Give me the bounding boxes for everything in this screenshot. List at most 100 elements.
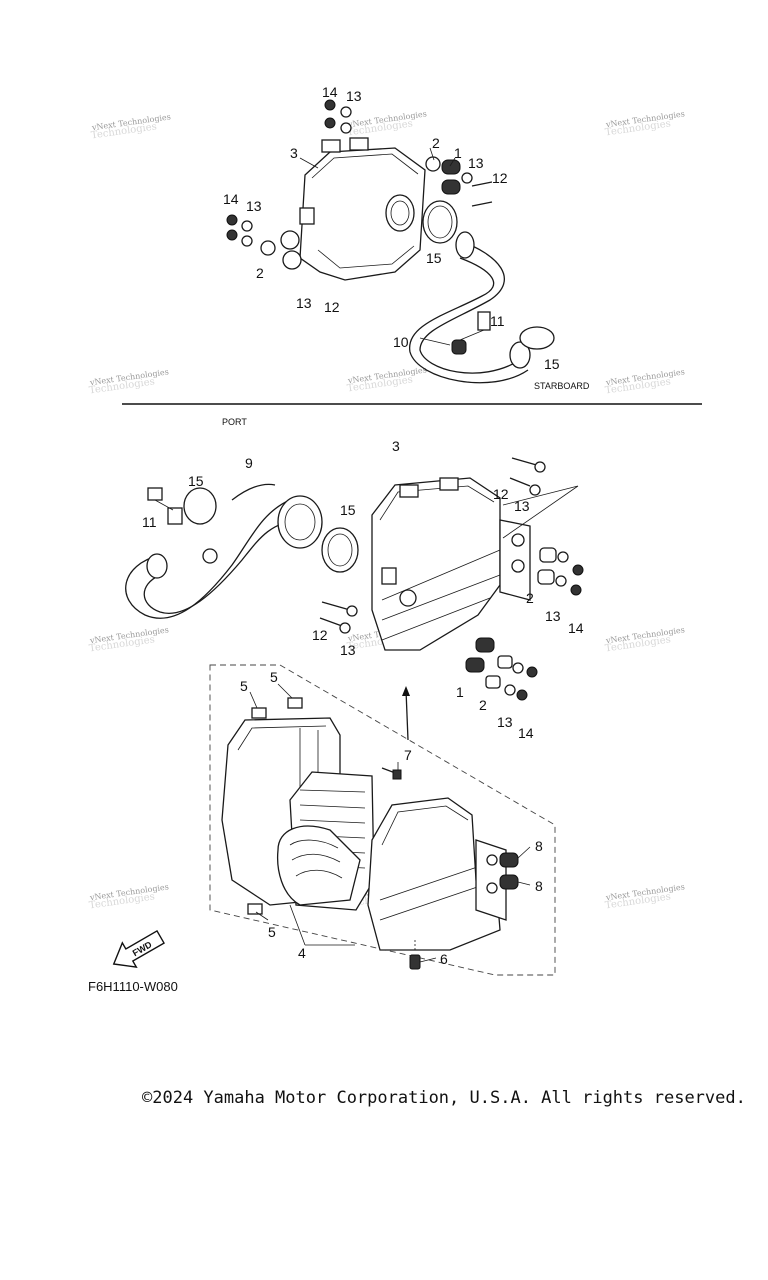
callout-13-e: 13	[514, 498, 530, 514]
washer-13-top	[340, 106, 352, 118]
washer-13-port-a	[557, 551, 569, 563]
grommet-1-port-a	[475, 637, 495, 653]
collar-2-right	[425, 156, 441, 172]
callout-12-b: 12	[324, 299, 340, 315]
hose-end-top	[455, 231, 475, 259]
hose-end-bottom	[509, 341, 531, 369]
clip-port-side	[381, 567, 397, 585]
nut-14-top	[324, 99, 336, 111]
nut-14-left	[226, 214, 238, 226]
watermark-top-right: Technologies vNext Technologies	[604, 109, 685, 138]
callout-2-b: 2	[256, 265, 264, 281]
bolt-12-b	[471, 201, 493, 207]
figure-code: F6H1110-W080	[88, 979, 178, 994]
callout-12-c: 12	[493, 486, 509, 502]
watermark-lower-left: Technologies vNext Technologies	[88, 625, 169, 654]
callout-3-b: 3	[392, 438, 400, 454]
forward-arrow-icon: FWD	[112, 929, 165, 969]
callout-13-a: 13	[346, 88, 362, 104]
fitting-11-top	[477, 311, 491, 331]
bolt-12-a	[471, 181, 493, 187]
callout-15-b: 15	[544, 356, 560, 372]
watermark-top-center: Technologies vNext Technologies	[346, 109, 427, 138]
callout-13-b: 13	[468, 155, 484, 171]
callout-14-a: 14	[322, 84, 338, 100]
grommet-8-b	[499, 874, 519, 890]
callout-2-a: 2	[432, 135, 440, 151]
clip-top-1	[321, 139, 341, 153]
assembly-arrow	[405, 689, 409, 741]
starboard-view: 14 13 3 2 1 13 12 14 13 2 13 12 15 11 10…	[223, 84, 590, 391]
callout-10: 10	[393, 334, 409, 350]
grommet-left	[280, 230, 300, 250]
clip-port-1	[399, 484, 419, 498]
callout-2-d: 2	[479, 697, 487, 713]
callout-13-f: 13	[545, 608, 561, 624]
callout-2-c: 2	[526, 590, 534, 606]
collar-2-left	[260, 240, 276, 256]
clip-5-a	[251, 707, 267, 719]
callout-6: 6	[440, 951, 448, 967]
hose-9-bellows	[277, 495, 323, 549]
hose-9	[125, 499, 291, 619]
clip-5-b	[287, 697, 303, 709]
watermark-mid-right: Technologies vNext Technologies	[604, 367, 685, 396]
bolt-12-port-c	[321, 601, 351, 611]
callout-8-b: 8	[535, 878, 543, 894]
callout-9: 9	[245, 455, 253, 471]
clamp-15-right	[519, 326, 555, 350]
clamp-15-port-b	[321, 527, 359, 573]
collar-2-port-b	[537, 569, 555, 585]
port-label: PORT	[222, 417, 247, 427]
clip-port-2	[439, 477, 459, 491]
callout-14-b: 14	[223, 191, 239, 207]
clamp-15-top	[422, 200, 458, 244]
port-view: 9 15 3 12 13 11 15 2 13 14 12 13 1 2 13 …	[125, 438, 584, 741]
airbox-body-port	[371, 477, 501, 651]
callout-12-d: 12	[312, 627, 328, 643]
callout-15-a: 15	[426, 250, 442, 266]
grommet-11	[451, 339, 467, 355]
fitting-11-mid	[167, 507, 183, 525]
callout-14-c: 14	[568, 620, 584, 636]
callout-4: 4	[298, 945, 306, 961]
starboard-label: STARBOARD	[534, 381, 590, 391]
callout-13-d: 13	[296, 295, 312, 311]
washer-13-left	[241, 220, 253, 232]
exploded-view: 5 5 7 8 8 5 4 6	[209, 664, 556, 976]
callout-8-a: 8	[535, 838, 543, 854]
fitting-11-cap	[147, 487, 163, 501]
watermark-mid-left: Technologies vNext Technologies	[88, 367, 169, 396]
callout-14-d: 14	[518, 725, 534, 741]
airbox-boss	[399, 589, 417, 607]
intake-duct	[276, 825, 361, 906]
callout-13-g: 13	[340, 642, 356, 658]
grommet-8-a	[499, 852, 519, 868]
callout-12-a: 12	[492, 170, 508, 186]
callout-7: 7	[404, 747, 412, 763]
washer-13-right	[461, 172, 473, 184]
watermark-bottom-right: Technologies vNext Technologies	[604, 882, 685, 911]
callout-11-a: 11	[490, 313, 505, 329]
callout-1-a: 1	[454, 145, 462, 161]
callout-3-a: 3	[290, 145, 298, 161]
callout-13-c: 13	[246, 198, 262, 214]
callout-15-c: 15	[188, 473, 204, 489]
grommet-9	[202, 548, 218, 564]
parts-diagram: Technologies vNext Technologies Technolo…	[88, 84, 702, 994]
callout-15-d: 15	[340, 502, 356, 518]
clip-top-2	[349, 137, 369, 151]
callout-13-h: 13	[497, 714, 513, 730]
nut-14-port-b	[526, 666, 538, 678]
drain-plug-6	[409, 954, 421, 970]
hose-10	[419, 239, 521, 374]
watermark-mid-center: Technologies vNext Technologies	[346, 365, 427, 394]
bolt-12-port-b	[509, 477, 531, 487]
grommet-1-port-b	[465, 657, 485, 673]
collar-2-port-a	[539, 547, 557, 563]
callout-5-b: 5	[270, 669, 278, 685]
callout-5-c: 5	[268, 924, 276, 940]
copyright-notice: ©2024 Yamaha Motor Corporation, U.S.A. A…	[142, 1088, 746, 1108]
airbox-flange	[499, 519, 531, 601]
callout-1-b: 1	[456, 684, 464, 700]
